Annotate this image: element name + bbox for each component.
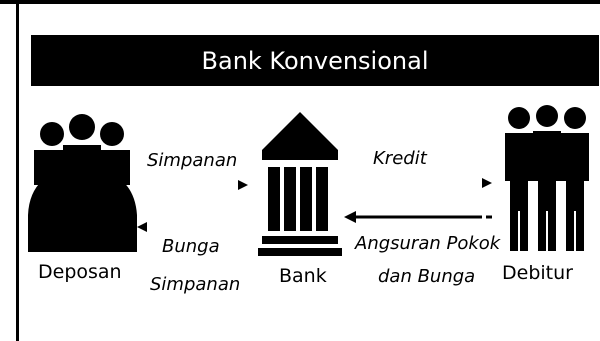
bank-building-icon [258,112,342,256]
business-people-icon [505,105,589,251]
kredit-arrowhead [482,178,492,188]
kredit-label: Kredit [373,148,427,169]
simpanan-arrowhead [238,180,248,190]
deposan-label: Deposan [38,261,122,283]
angsuran-label-line1: Angsuran Pokok [355,233,501,254]
people-group-icon [28,114,137,252]
angsuran-label-line2: dan Bunga [378,266,476,287]
debitur-label: Debitur [502,262,573,284]
title-bar: Bank Konvensional [31,35,599,86]
bunga-simpanan-label-line1: Bunga [162,236,220,257]
frame-top-border [0,0,600,4]
angsuran-arrowhead [344,211,356,223]
frame-left-border [16,0,19,341]
bunga-simpanan-label-line2: Simpanan [150,274,241,295]
simpanan-label: Simpanan [147,150,238,171]
diagram-title: Bank Konvensional [201,46,429,75]
bank-label: Bank [279,265,327,287]
bunga-simpanan-arrowhead [137,222,147,232]
